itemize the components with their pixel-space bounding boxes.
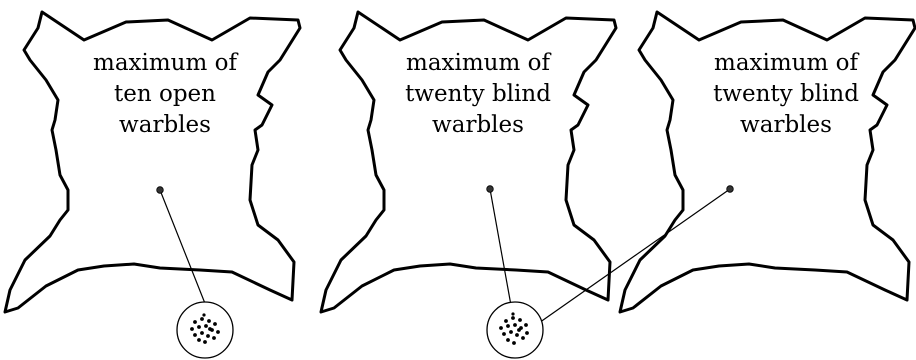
panel-2: maximum of twenty blind warbles — [319, 10, 618, 314]
panel-2-label-line-2: twenty blind — [405, 81, 551, 107]
panel-1: maximum of ten open warbles — [3, 10, 302, 314]
panel-3-label-line-2: twenty blind — [713, 81, 859, 107]
panel-2-label-line-3: warbles — [432, 112, 524, 138]
panel-3-label-line-3: warbles — [740, 112, 832, 138]
panel-2-label-line-1: maximum of — [406, 50, 551, 76]
warble-cluster — [190, 313, 220, 344]
panel-3: maximum of twenty blind warbles — [535, 10, 916, 326]
panel-2-lesion-marker — [486, 185, 494, 193]
panel-3-label-line-1: maximum of — [714, 50, 859, 76]
panel-1-label-line-2: ten open — [114, 81, 216, 107]
magnifier-inset-1 — [176, 301, 234, 359]
warble-cluster — [499, 312, 529, 345]
panel-2-pointer-line — [489, 188, 513, 312]
magnifier-circle — [486, 301, 544, 359]
panel-1-lesion-marker — [156, 186, 164, 194]
magnifier-inset-2 — [486, 301, 544, 359]
panel-1-pointer-line — [159, 189, 209, 312]
panel-1-label-line-3: warbles — [119, 112, 211, 138]
panel-3-pointer-line — [535, 188, 731, 326]
magnifier-circle — [176, 301, 234, 359]
panel-3-lesion-marker — [726, 185, 734, 193]
panel-1-label-line-1: maximum of — [93, 50, 238, 76]
